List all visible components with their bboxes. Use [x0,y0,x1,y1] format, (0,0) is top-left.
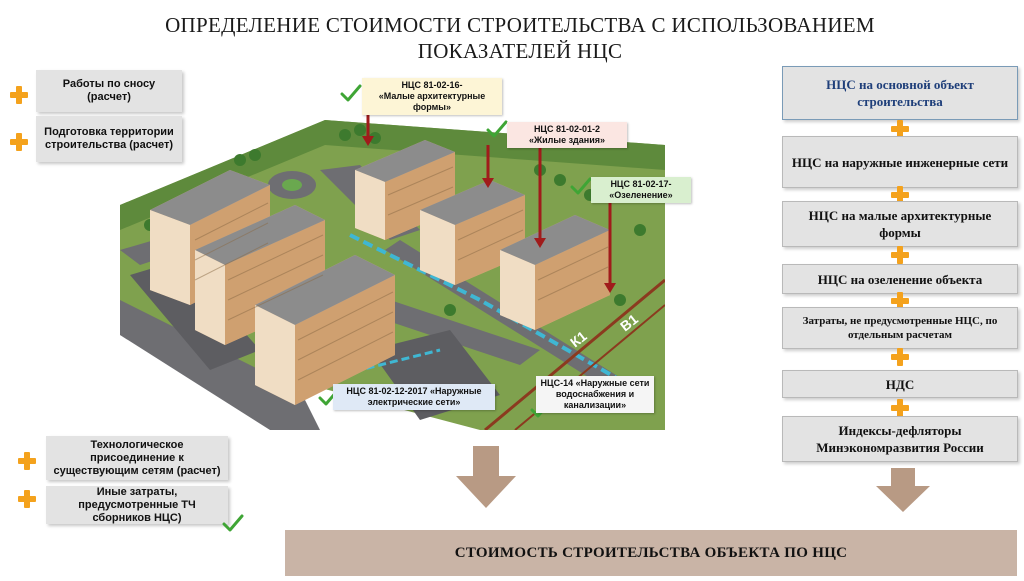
plus-icon [891,292,909,310]
callout-maf-name: «Малые архитектурные формы» [378,91,486,112]
title-line-1: ОПРЕДЕЛЕНИЕ СТОИМОСТИ СТРОИТЕЛЬСТВА С ИС… [165,13,875,37]
right-item-engineering-networks: НЦС на наружные инженерные сети [782,136,1018,188]
plus-icon [891,246,909,264]
plus-icon [891,186,909,204]
plus-icon [891,348,909,366]
callout-housing: НЦС 81-02-01-2 «Жилые здания» [507,122,627,148]
callout-maf: НЦС 81-02-16- «Малые архитектурные формы… [362,78,502,115]
callout-housing-name: «Жилые здания» [529,135,605,145]
callout-greening: НЦС 81-02-17- «Озеленение» [591,177,691,203]
left-item-other-costs: Иные затраты, предусмотренные ТЧ сборник… [46,486,228,524]
plus-icon [10,133,28,151]
right-item-vat: НДС [782,370,1018,398]
plus-icon [10,86,28,104]
callout-greening-name: «Озеленение» [609,190,673,200]
page-title: ОПРЕДЕЛЕНИЕ СТОИМОСТИ СТРОИТЕЛЬСТВА С ИС… [120,12,920,64]
right-item-small-forms: НЦС на малые архитектурные формы [782,201,1018,247]
construction-site-illustration: К1 В1 [120,100,665,430]
callout-water: НЦС-14 «Наружные сети водоснабжения и ка… [536,376,654,413]
left-item-site-prep: Подготовка территории строительства (рас… [36,116,182,162]
down-arrow-icon [456,446,516,508]
down-arrow-icon [876,468,930,512]
left-item-tech-connection: Технологическое присоединение к существу… [46,436,228,480]
callout-greening-code: НЦС 81-02-17- [610,179,672,189]
plus-icon [18,452,36,470]
right-item-deflators: Индексы-дефляторы Минэкономразвития Росс… [782,416,1018,462]
check-icon [570,177,592,195]
right-item-other-costs: Затраты, не предусмотренные НЦС, по отде… [782,307,1018,349]
result-banner: СТОИМОСТЬ СТРОИТЕЛЬСТВА ОБЪЕКТА ПО НЦС [285,530,1017,576]
right-item-main-object: НЦС на основной объект строительства [782,66,1018,120]
check-icon [340,84,362,102]
left-item-demolition: Работы по сносу (расчет) [36,70,182,112]
callout-housing-code: НЦС 81-02-01-2 [533,124,601,134]
plus-icon [18,490,36,508]
check-icon [222,514,244,532]
check-icon [486,120,508,138]
right-item-greening: НЦС на озеленение объекта [782,264,1018,294]
plus-icon [891,399,909,417]
plus-icon [891,120,909,138]
callout-electric: НЦС 81-02-12-2017 «Наружные электрически… [333,384,495,410]
callout-maf-code: НЦС 81-02-16- [401,80,463,90]
title-line-2: ПОКАЗАТЕЛЕЙ НЦС [417,39,623,63]
